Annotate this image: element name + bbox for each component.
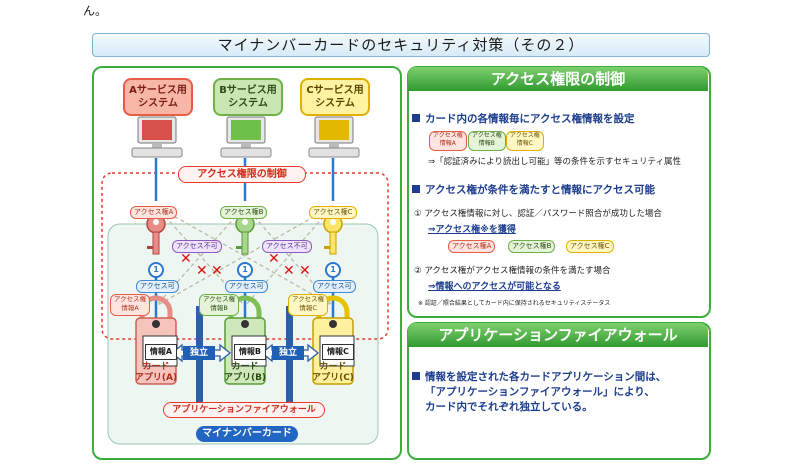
computer-icon-a — [131, 116, 183, 158]
denied-x-icon: ✕ — [196, 263, 208, 279]
bullet-3-line-3: カード内でそれぞれ独立している。 — [425, 401, 593, 413]
independent-label-1: 独立 — [183, 346, 215, 360]
info-b-label: 情報B — [234, 344, 266, 360]
square-bullet-icon — [412, 372, 420, 380]
square-bullet-icon — [412, 114, 420, 122]
access-right-a-tag: アクセス権A — [130, 206, 178, 219]
access-control-heading: アクセス権限の制御 — [408, 67, 708, 91]
right-access-b-tag: アクセス権B — [508, 240, 556, 253]
bullet-1-text: カード内の各情報毎にアクセス権情報を設定 — [425, 113, 635, 125]
bullet-2-text: アクセス権が条件を満たすと情報にアクセス可能 — [425, 184, 655, 196]
bullet-1: カード内の各情報毎にアクセス権情報を設定 — [412, 111, 634, 126]
access-allowed-tag-c: アクセス可 — [313, 280, 356, 293]
access-control-label: アクセス権限の制御 — [178, 166, 306, 183]
bullet-3: 情報を設定された各カードアプリケーション間は、 — [412, 369, 666, 384]
step-one-icon: 1 — [148, 262, 164, 278]
card-app-a-label: カード アプリ(A) — [134, 362, 178, 383]
card-app-c-label: カード アプリ(C) — [312, 362, 354, 383]
info-tag-a: アクセス権 情報A — [429, 131, 467, 151]
bullet-3-line-1: 情報を設定された各カードアプリケーション間は、 — [425, 371, 667, 383]
right-access-c-tag: アクセス権C — [566, 240, 614, 253]
step-one-icon: 1 — [325, 262, 341, 278]
key-icon-b — [235, 214, 255, 255]
top-text: ん。 — [83, 4, 108, 18]
card-app-b-label: カード アプリ(B) — [223, 362, 267, 383]
service-c-box: Cサービス用 システム — [300, 78, 370, 116]
my-number-card-label: マイナンバーカード — [196, 426, 298, 442]
right-access-a-tag: アクセス権A — [448, 240, 496, 253]
denied-x-icon: ✕ — [283, 263, 295, 279]
access-right-info-c: アクセス権 情報C — [288, 294, 329, 316]
computer-icon-c — [308, 116, 360, 158]
denied-x-icon: ✕ — [299, 263, 311, 279]
step-2-text: ② アクセス権がアクセス権情報の条件を満たす場合 — [414, 266, 611, 276]
denied-x-icon: ✕ — [268, 251, 280, 267]
access-right-info-a: アクセス権 情報A — [110, 294, 151, 316]
bullet-1-note: ⇒「認証済みにより読出し可能」等の条件を示すセキュリティ属性 — [428, 157, 681, 167]
computer-icon-b — [220, 116, 272, 158]
denied-x-icon: ✕ — [211, 263, 223, 279]
page-title: マイナンバーカードのセキュリティ対策（その２） — [92, 33, 710, 57]
footnote: ※ 認証／照合結果としてカード内に保持されるセキュリティステータス — [418, 300, 611, 307]
access-right-b-tag: アクセス権B — [220, 206, 268, 219]
access-right-c-tag: アクセス権C — [309, 206, 357, 219]
service-a-box: Aサービス用 システム — [123, 78, 193, 116]
square-bullet-icon — [412, 185, 420, 193]
step-2-result: ⇒情報へのアクセスが可能となる — [428, 282, 561, 292]
app-firewall-label: アプリケーションファイアウォール — [163, 402, 325, 418]
access-denied-tag-1: アクセス不可 — [172, 240, 222, 253]
step-1-result: ⇒アクセス権※を獲得 — [428, 225, 516, 235]
app-firewall-heading: アプリケーションファイアウォール — [408, 323, 708, 347]
denied-x-icon: ✕ — [180, 251, 192, 267]
info-tag-b: アクセス権 情報B — [468, 131, 506, 151]
info-tag-c: アクセス権 情報C — [506, 131, 544, 151]
service-b-box: Bサービス用 システム — [213, 78, 283, 116]
access-allowed-tag-a: アクセス可 — [136, 280, 179, 293]
info-a-label: 情報A — [145, 344, 177, 360]
bullet-3-line-2: 「アプリケーションファイアウォール」により、 — [425, 386, 655, 398]
access-right-info-b: アクセス権 情報B — [199, 294, 240, 316]
access-allowed-tag-b: アクセス可 — [225, 280, 268, 293]
info-c-label: 情報C — [322, 344, 354, 360]
access-denied-tag-2: アクセス不可 — [262, 240, 312, 253]
step-1-text: ① アクセス権情報に対し、認証／パスワード照合が成功した場合 — [414, 209, 662, 219]
diagram-panel — [92, 66, 402, 460]
step-one-icon: 1 — [237, 262, 253, 278]
bullet-2: アクセス権が条件を満たすと情報にアクセス可能 — [412, 182, 655, 197]
independent-label-2: 独立 — [272, 346, 304, 360]
